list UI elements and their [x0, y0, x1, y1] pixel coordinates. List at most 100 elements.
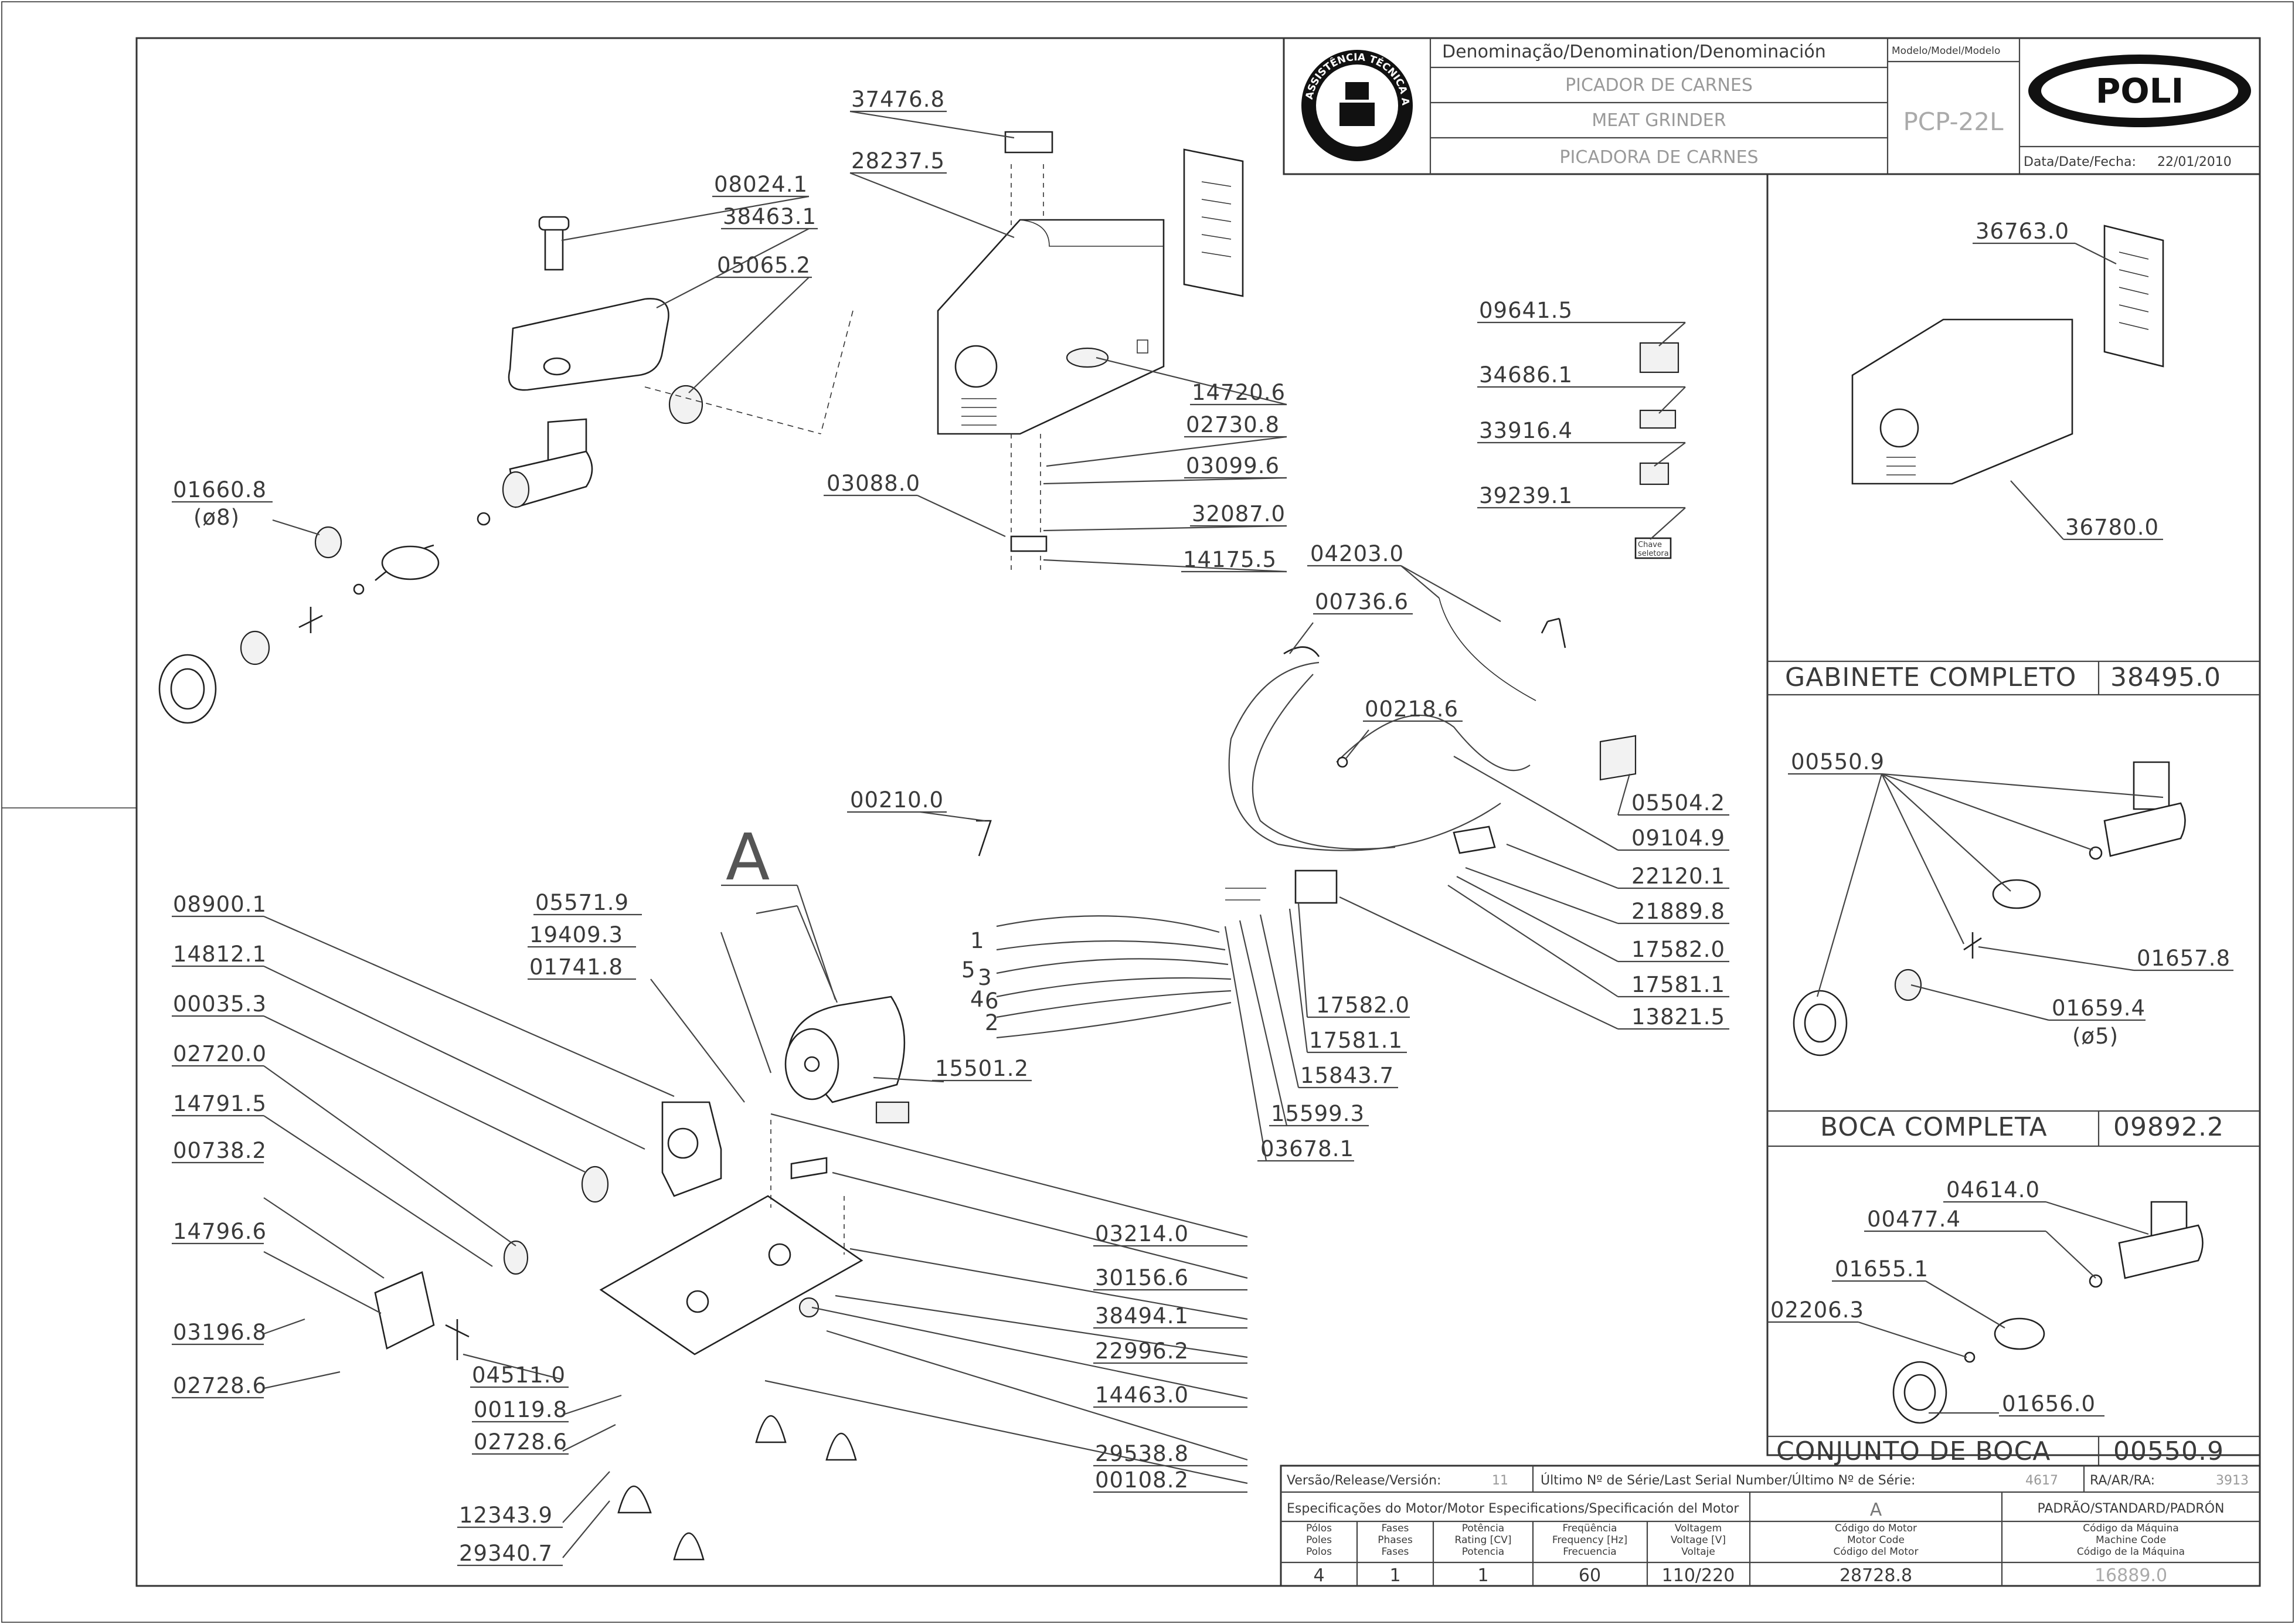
label-32087: 32087.0 [1192, 501, 1286, 526]
top-bracket-part [1004, 131, 1053, 154]
variant-value: A [1870, 1500, 1882, 1520]
stickers-group: Chave seletora [1634, 342, 1679, 559]
col-machine-code-1: Código da Máquina [2083, 1523, 2179, 1534]
name-en: MEAT GRINDER [1592, 110, 1726, 131]
col-voltage-1: Voltagem [1675, 1523, 1722, 1534]
col-rating-1: Potência [1462, 1523, 1504, 1534]
label-02728-b: 02728.6 [474, 1429, 567, 1455]
feed-tray-part [508, 298, 669, 391]
date-label: Data/Date/Fecha: [2024, 155, 2136, 169]
col-voltage-2: Voltage [V] [1671, 1534, 1726, 1546]
mouth-ring-part [668, 385, 703, 424]
cabinet-group [937, 131, 1244, 575]
cabinet-panel-title: GABINETE COMPLETO [1785, 662, 2076, 692]
wire-number-5: 5 [961, 957, 976, 983]
name-es: PICADORA DE CARNES [1559, 147, 1758, 168]
label-03196: 03196.8 [173, 1320, 267, 1345]
label-00738: 00738.2 [173, 1138, 267, 1163]
label-14463: 14463.0 [1095, 1382, 1189, 1408]
auger-part [381, 545, 440, 580]
motor-spec-label: Especificações do Motor/Motor Especifica… [1287, 1501, 1739, 1516]
mouth-body-part [509, 450, 593, 508]
label-03214: 03214.0 [1095, 1221, 1189, 1246]
model-header: Modelo/Model/Modelo [1892, 45, 2000, 57]
mouth-panel-title: BOCA COMPLETA [1820, 1112, 2048, 1142]
chave-seletora-sticker [1634, 537, 1672, 559]
value-voltage: 110/220 [1662, 1565, 1735, 1586]
ra-label: RA/AR/RA: [2090, 1473, 2155, 1488]
serial-value: 4617 [2025, 1473, 2058, 1488]
denomination-header: Denominação/Denomination/Denominación [1442, 42, 1826, 62]
label-39239: 39239.1 [1479, 483, 1573, 508]
cabinet-label-36780: 36780.0 [2065, 515, 2159, 540]
label-12343: 12343.9 [459, 1503, 553, 1528]
bottom-block: Versão/Release/Versión: 11 Último Nº de … [1280, 1465, 2261, 1587]
cabinet-label-36763: 36763.0 [1976, 219, 2069, 244]
wing-nut-part [445, 1319, 470, 1360]
col-poles-3: Polos [1306, 1546, 1332, 1558]
motor-variant-callout: A [726, 820, 770, 895]
label-03099: 03099.6 [1186, 453, 1280, 478]
knife-part [298, 607, 323, 633]
standard-label: PADRÃO/STANDARD/PADRÓN [2038, 1500, 2225, 1516]
col-phases-1: Fases [1382, 1523, 1409, 1534]
label-09104: 09104.9 [1631, 825, 1725, 851]
col-frequency-2: Frequency [Hz] [1552, 1534, 1627, 1546]
ra-value: 3913 [2216, 1473, 2249, 1488]
label-01660: 01660.8 [173, 477, 267, 502]
vent-grille-part [1183, 148, 1244, 297]
sticker-34686 [1639, 409, 1677, 429]
label-22996: 22996.2 [1095, 1338, 1189, 1364]
poli-logo: POLI [2028, 55, 2251, 127]
leader-lines [263, 110, 1686, 1558]
set-label-04614: 04614.0 [1946, 1177, 2040, 1202]
label-00218: 00218.6 [1365, 697, 1458, 722]
authorized-service-seal: ASSISTÊNCIA TÉCNICA AUTORIZADA [0, 0, 1413, 161]
label-00035: 00035.3 [173, 991, 267, 1017]
model-value: PCP-22L [1903, 107, 2004, 136]
side-panels [1766, 173, 2261, 1466]
label-17581-b: 17581.1 [1309, 1028, 1403, 1053]
motor-base-group [374, 996, 910, 1561]
label-38494: 38494.1 [1095, 1303, 1189, 1329]
value-machine-code: 16889.0 [2095, 1565, 2167, 1586]
logo-text: POLI [2096, 71, 2184, 111]
label-02720: 02720.0 [173, 1041, 267, 1066]
label-15599: 15599.3 [1271, 1101, 1365, 1126]
label-14175: 14175.5 [1183, 547, 1277, 572]
chave-text-1: Chave [1638, 541, 1662, 549]
label-17582-a: 17582.0 [1631, 937, 1725, 962]
col-rating-2: Rating [CV] [1455, 1534, 1512, 1546]
mouth-set-panel-code: 00550.9 [2113, 1436, 2224, 1466]
label-09641: 09641.5 [1479, 298, 1573, 323]
col-rating-3: Potencia [1462, 1546, 1504, 1558]
value-motor-code: 28728.8 [1840, 1565, 1912, 1586]
label-15501-part [875, 1101, 910, 1124]
label-02730: 02730.8 [1186, 412, 1280, 437]
gear-part [581, 1166, 609, 1203]
set-label-01655: 01655.1 [1835, 1256, 1929, 1282]
base-plate-part [599, 1195, 863, 1355]
label-00210: 00210.0 [850, 787, 944, 813]
selector-switch-part [1294, 869, 1338, 904]
cable-clip-part [976, 820, 992, 857]
label-00119: 00119.8 [474, 1397, 567, 1422]
value-frequency: 60 [1579, 1565, 1601, 1586]
label-14812: 14812.1 [173, 942, 267, 967]
set-label-01656: 01656.0 [2002, 1391, 2096, 1416]
mincer-head-group [158, 216, 854, 724]
version-label: Versão/Release/Versión: [1287, 1473, 1441, 1488]
value-rating: 1 [1477, 1565, 1488, 1586]
label-03088: 03088.0 [827, 471, 920, 496]
foot-part [755, 1415, 787, 1443]
wire-number-3: 3 [978, 965, 992, 990]
label-21889: 21889.8 [1631, 899, 1725, 924]
col-motor-code-2: Motor Code [1847, 1534, 1905, 1546]
value-poles: 4 [1313, 1565, 1324, 1586]
col-phases-3: Fases [1382, 1546, 1409, 1558]
label-29538: 29538.8 [1095, 1441, 1189, 1466]
col-machine-code-3: Código de la Máquina [2077, 1546, 2185, 1558]
label-17581-a: 17581.1 [1631, 972, 1725, 997]
foot-part [825, 1432, 857, 1461]
